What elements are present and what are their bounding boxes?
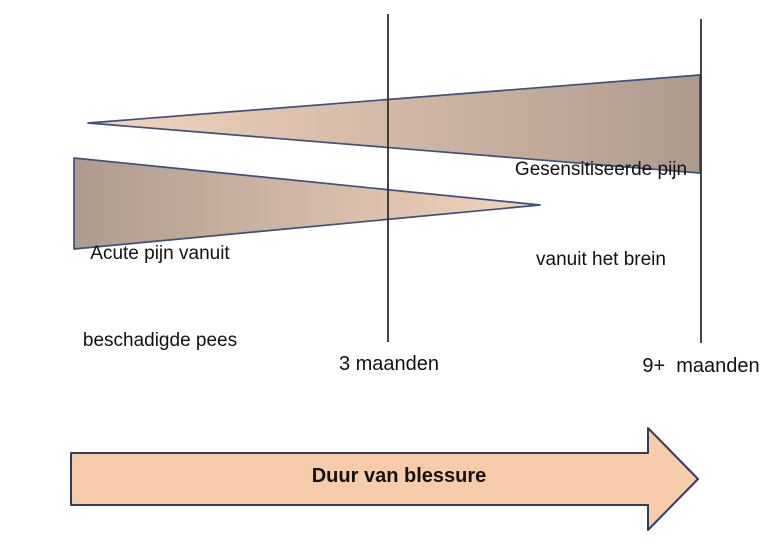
duration-arrow-label: Duur van blessure	[311, 465, 487, 487]
brain-pain-wedge	[87, 74, 701, 174]
timeline-marker-3-months-label: 3 maanden	[338, 353, 440, 375]
tendon-pain-label: Acute pijn vanuit beschadigde pees	[76, 181, 244, 413]
duration-arrow	[70, 427, 699, 531]
brain-pain-label: Gesensitiseerde pijn vanuit het brein	[498, 95, 704, 335]
brain-pain-label-line1: Gesensitiseerde pijn	[514, 159, 688, 180]
tendon-pain-wedge	[73, 157, 541, 250]
tendon-pain-label-line2: beschadigde pees	[82, 330, 238, 351]
tendon-pain-label-line1: Acute pijn vanuit	[90, 243, 230, 264]
timeline-marker-9-months-label: 9+ maanden	[642, 355, 760, 377]
brain-pain-label-line2: vanuit het brein	[536, 249, 666, 270]
